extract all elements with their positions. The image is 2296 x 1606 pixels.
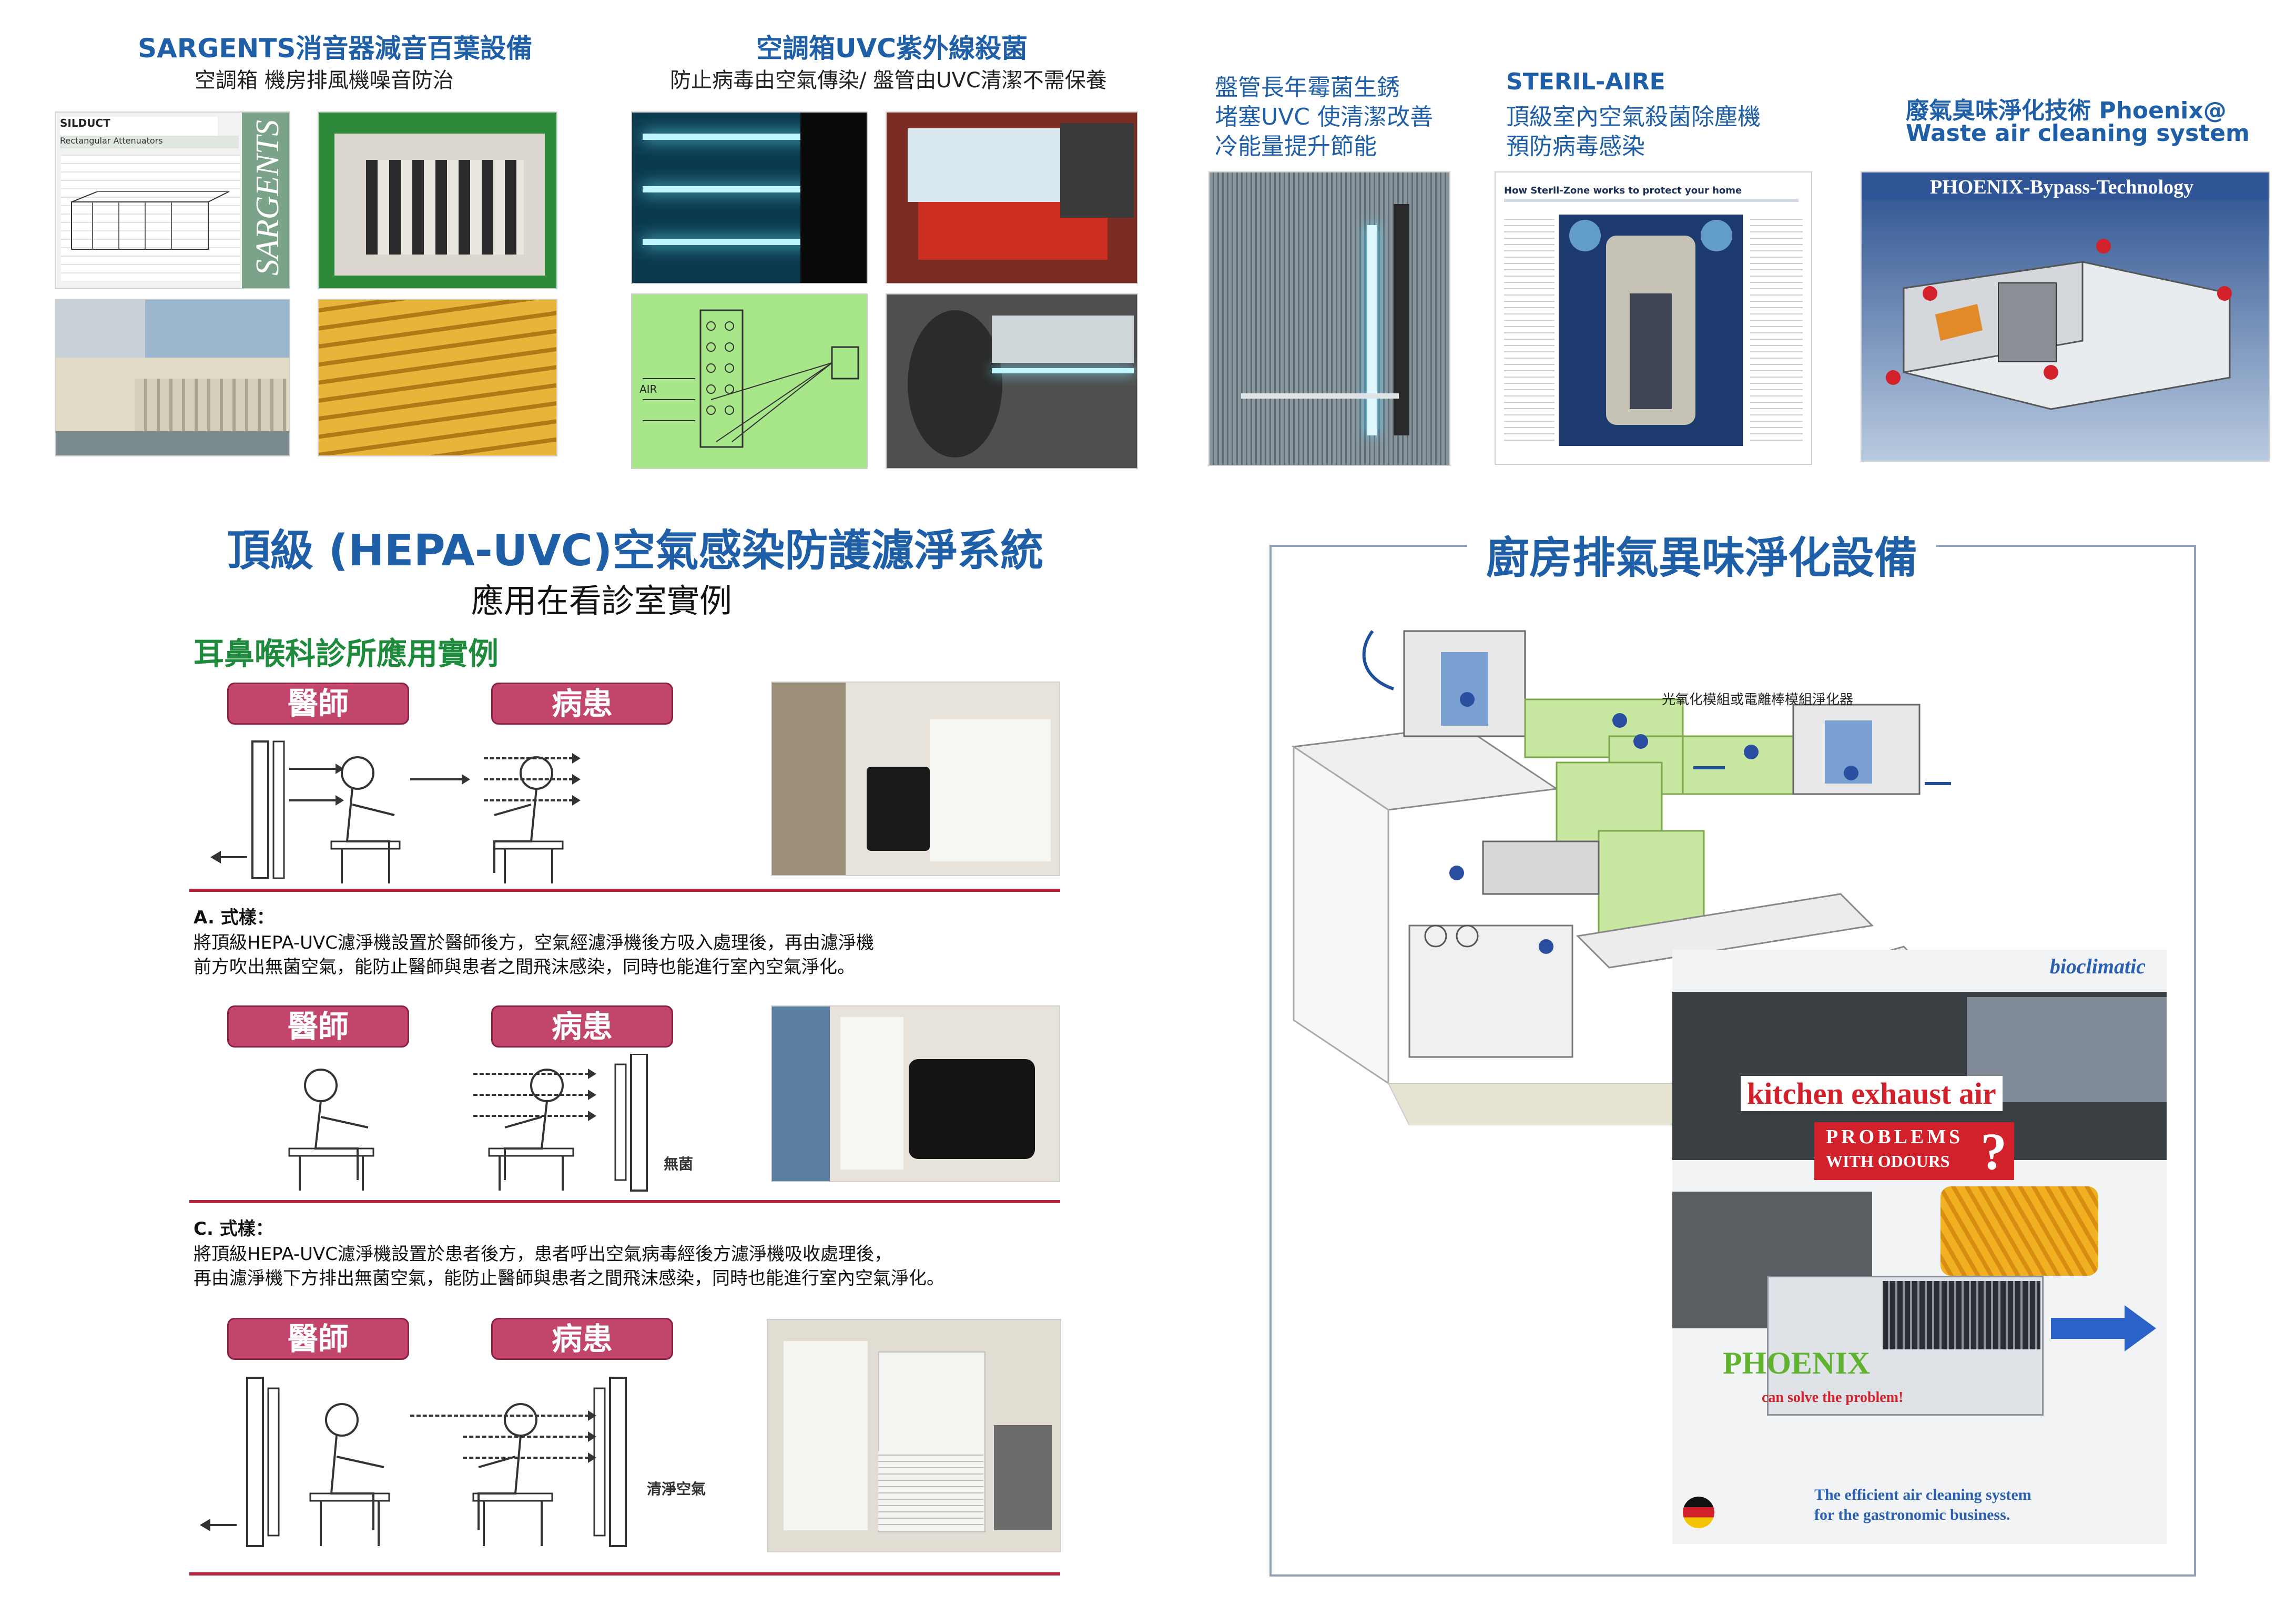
germany-flag-icon — [1683, 1497, 1714, 1528]
louver-photo-2 — [55, 299, 290, 456]
row1-caption-line1: 將頂級HEPA-UVC濾淨機設置於醫師後方，空氣經濾淨機後方吸入處理後，再由濾淨… — [194, 932, 875, 953]
coil-title-line3: 冷能量提升節能 — [1215, 133, 1377, 160]
phoenix-logo-text: PHOENIX — [1723, 1346, 1871, 1380]
sargents-subtitle: 空調箱 機房排風機噪音防治 — [195, 68, 454, 93]
phoenix-poster: bioclimatic kitchen exhaust air PROBLEMS… — [1672, 950, 2167, 1544]
row3-caption-line1: 將頂級HEPA-UVC濾淨機設置於患者後方，患者呼出空氣病毒經後方濾淨機吸收處理… — [194, 1244, 892, 1265]
patient-label-row2: 病患 — [491, 1005, 673, 1048]
row2-droplet-arrow-1 — [473, 1069, 596, 1079]
sargents-title: SARGENTS消音器減音百葉設備 — [138, 33, 533, 64]
row1-droplet-arrow-1 — [484, 753, 581, 764]
doctor-label-row2: 醫師 — [227, 1005, 409, 1048]
sargents-brochure: SILDUCT Rectangular Attenuators SARGENTS — [55, 111, 290, 289]
hepa-title: 頂級 (HEPA-UVC)空氣感染防護濾淨系統 — [227, 526, 1044, 576]
clinic-photo-3 — [767, 1319, 1061, 1552]
steril-brochure: How Steril-Zone works to protect your ho… — [1495, 171, 1812, 465]
clinic-photo-1 — [771, 682, 1060, 876]
row1-droplet-arrow-2 — [484, 774, 581, 785]
uvc-photo-2 — [886, 111, 1138, 284]
row3-droplet-arrow-3 — [463, 1452, 596, 1463]
uvc-photo-1 — [631, 111, 868, 284]
row2-figure-diagram — [288, 1054, 648, 1192]
kitchen-diagram-label: 光氧化模組或電離棒模組淨化器 — [1662, 692, 1854, 708]
row1-droplet-arrow-3 — [484, 795, 581, 806]
row1-airflow-arrow-3 — [410, 774, 470, 785]
row1-caption-label: A. 式樣： — [194, 907, 275, 928]
phoenix-title-line1: 廢氣臭味淨化技術 Phoenix@ — [1906, 97, 2227, 124]
kitchen-exhaust-headline: kitchen exhaust air — [1741, 1076, 2003, 1111]
steril-title-line3: 預防病毒感染 — [1506, 133, 1645, 160]
uvc-diagram: AIR — [631, 293, 868, 469]
doctor-label-row3: 醫師 — [227, 1318, 409, 1360]
coil-photo — [1208, 171, 1450, 466]
problems-line1: PROBLEMS — [1826, 1126, 1964, 1148]
uvc-photo-3 — [886, 293, 1138, 469]
diagram-air-label: AIR — [639, 383, 657, 395]
patient-label-row1: 病患 — [491, 683, 673, 725]
steril-brochure-heading: How Steril-Zone works to protect your ho… — [1504, 185, 1742, 196]
phoenix-title-line2: Waste air cleaning system — [1906, 120, 2250, 147]
row1-airflow-arrow-2 — [289, 795, 344, 806]
phoenix-unit-drawing — [1886, 239, 2232, 410]
row3-side-label: 清淨空氣 — [647, 1480, 706, 1498]
solve-text: can solve the problem! — [1762, 1389, 1904, 1406]
problems-line2: WITH ODOURS — [1826, 1152, 1950, 1171]
doctor-label-row1: 醫師 — [227, 683, 409, 725]
brochure-subtitle: Rectangular Attenuators — [60, 136, 163, 146]
bioclimatic-logo: bioclimatic — [2049, 954, 2146, 978]
attenuator-drawing — [71, 191, 230, 250]
brochure-title: SILDUCT — [60, 117, 110, 129]
row2-side-label: 無菌 — [664, 1155, 694, 1173]
kitchen-title: 廚房排氣異味淨化設備 — [1467, 523, 1937, 585]
uvc-subtitle: 防止病毒由空氣傳染/ 盤管由UVC清潔不需保養 — [670, 68, 1107, 93]
coil-title-line1: 盤管長年霉菌生銹 — [1215, 74, 1400, 101]
row1-figure-diagram — [210, 740, 564, 883]
louver-photo-3 — [318, 299, 557, 456]
row3-caption-label: C. 式樣： — [194, 1218, 273, 1239]
coil-title-line2: 堵塞UVC 使清潔改善 — [1215, 104, 1434, 130]
patient-label-row3: 病患 — [491, 1318, 673, 1360]
row2-divider — [189, 1200, 1060, 1203]
row1-caption-line2: 前方吹出無菌空氣，能防止醫師與患者之間飛沫感染，同時也能進行室內空氣淨化。 — [194, 957, 855, 978]
row1-divider — [189, 889, 1060, 892]
row1-airflow-arrow-1 — [289, 764, 344, 774]
row2-droplet-arrow-3 — [473, 1111, 596, 1121]
clinic-heading: 耳鼻喉科診所應用實例 — [194, 636, 499, 672]
hepa-subtitle: 應用在看診室實例 — [471, 582, 733, 620]
row2-droplet-arrow-2 — [473, 1090, 596, 1100]
uvc-title: 空調箱UVC紫外線殺菌 — [756, 33, 1028, 64]
poster-footer-line2: for the gastronomic business. — [1814, 1506, 2010, 1523]
clinic-photo-2 — [771, 1005, 1060, 1182]
brand-vertical: SARGENTS — [250, 119, 286, 276]
phoenix-banner: PHOENIX-Bypass-Technology — [1930, 176, 2194, 198]
louver-photo-1 — [318, 111, 557, 289]
phoenix-bypass-image: PHOENIX-Bypass-Technology — [1861, 171, 2270, 462]
row3-droplet-arrow-2 — [463, 1431, 596, 1442]
row3-caption-line2: 再由濾淨機下方排出無菌空氣，能防止醫師與患者之間飛沫感染，同時也能進行室內空氣淨… — [194, 1268, 944, 1289]
row3-droplet-arrow-1 — [410, 1410, 596, 1421]
row3-divider — [189, 1572, 1060, 1575]
row3-figure-diagram — [200, 1377, 627, 1547]
steril-title-line2: 頂級室內空氣殺菌除塵機 — [1506, 104, 1761, 130]
steril-title-line1: STERIL-AIRE — [1506, 68, 1665, 95]
poster-footer-line1: The efficient air cleaning system — [1814, 1486, 2031, 1503]
problems-question-mark: ? — [1980, 1122, 2007, 1181]
